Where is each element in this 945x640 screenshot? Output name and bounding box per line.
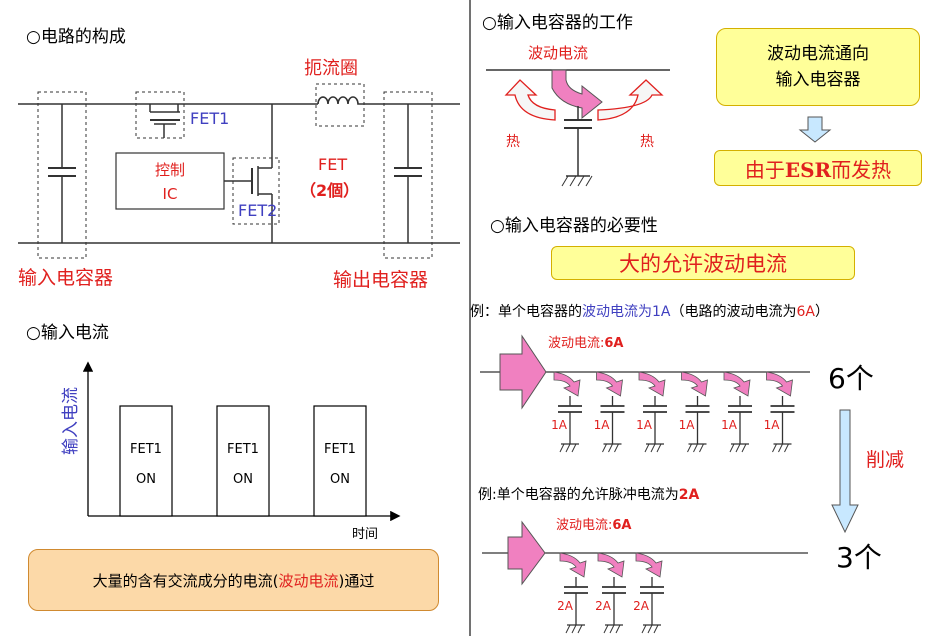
fet1-symbol-icon <box>149 104 180 138</box>
example2-cap-arrow-icon-3 <box>635 552 663 578</box>
circuit-diagram: ○电路的构成 FET1 控制 IC <box>18 27 460 291</box>
example1-cap-label-6: 1A <box>764 418 781 432</box>
inductor-frame <box>315 83 365 127</box>
example1-cap-label-1: 1A <box>551 418 568 432</box>
down-arrow-icon <box>798 116 832 143</box>
example1-capacitor-5: 1A <box>721 371 752 453</box>
fet2-label: FET2 <box>238 201 277 220</box>
output-capacitor-frame <box>383 91 433 259</box>
esr-heat-text: 由于ESR而发热 <box>744 157 892 182</box>
pulse-2-line1: FET1 <box>227 442 259 457</box>
example2-cap-arrow-icon-1 <box>559 552 587 578</box>
example1-capacitor-3: 1A <box>636 371 667 453</box>
example1-capacitor-6: 1A <box>764 371 795 453</box>
example1-capacitors: 1A 1A 1A 1A 1A 1A <box>551 371 795 453</box>
fet2-frame <box>232 157 280 225</box>
ripple-label: 波动电流 <box>528 44 588 62</box>
capacitor-necessity-section: ○输入电容器的必要性 例：单个电容器的波动电流为1A（电路的波动电流为6A） 波… <box>470 216 904 634</box>
input-current-graph: ○输入电流 输入电流 时间 FET1 ON FET1 ON FET1 ON <box>26 323 401 542</box>
input-capacitor-icon <box>48 104 76 243</box>
example1-cap-label-5: 1A <box>721 418 738 432</box>
example2-cap-arrow-icon-2 <box>597 552 625 578</box>
ripple-note-text: 大量的含有交流成分的电流(波动电流)通过 <box>92 571 375 590</box>
example1-ripple-label: 波动电流:6A <box>548 336 624 351</box>
capacitor-work-section: ○输入电容器的工作 波动电流 热 热 <box>482 13 832 187</box>
example1-input-arrow-icon <box>499 334 547 410</box>
example1-cap-arrow-icon-5 <box>723 371 751 397</box>
ripple-note-box: 大量的含有交流成分的电流(波动电流)通过 <box>28 549 439 611</box>
example1-cap-arrow-icon-6 <box>766 371 793 397</box>
pulse-1-line1: FET1 <box>130 442 162 457</box>
necessity-heading: ○输入电容器的必要性 <box>490 216 658 236</box>
pulse-3-line1: FET1 <box>324 442 356 457</box>
output-capacitor-icon <box>394 104 422 243</box>
example1-text: 例：单个电容器的波动电流为1A（电路的波动电流为6A） <box>470 303 829 320</box>
example2-cap-label-2: 2A <box>595 599 612 613</box>
work-heading: ○输入电容器的工作 <box>482 13 633 33</box>
example1-capacitor-4: 1A <box>679 371 710 453</box>
inductor-label: 扼流圈 <box>304 58 358 79</box>
input-capacitor-label: 输入电容器 <box>18 267 113 289</box>
reduce-arrow-icon <box>831 409 859 534</box>
output-capacitor-label: 输出电容器 <box>333 269 428 291</box>
example2-capacitor-3: 2A <box>633 552 664 634</box>
allowable-ripple-banner-text: 大的允许波动电流 <box>619 252 787 276</box>
reduce-label: 削减 <box>866 449 904 471</box>
pulse-1 <box>119 405 173 517</box>
heat-label-right: 热 <box>640 134 654 150</box>
inductor-coil-icon <box>317 96 362 105</box>
work-capacitor-icon <box>561 106 593 187</box>
esr-heat-box: 由于ESR而发热 <box>714 150 922 186</box>
fet1-frame <box>135 91 185 139</box>
example2-input-arrow-icon <box>507 520 546 586</box>
example1-cap-label-2: 1A <box>594 418 611 432</box>
ic-label-line2: IC <box>163 185 178 203</box>
input-current-heading: ○输入电流 <box>26 323 109 343</box>
example1-cap-arrow-icon-1 <box>553 371 581 397</box>
pulse-2 <box>216 405 270 517</box>
example2-capacitor-2: 2A <box>595 552 626 634</box>
pulse-2-line2: ON <box>233 472 253 487</box>
fet2-symbol-icon <box>224 166 273 243</box>
example2-capacitor-1: 2A <box>557 552 588 634</box>
example1-capacitor-2: 1A <box>594 371 625 453</box>
example2-ripple-label: 波动电流:6A <box>556 518 632 533</box>
heat-arrow-right-icon <box>597 79 664 121</box>
input-capacitor-frame <box>37 91 87 259</box>
y-axis-label: 输入电流 <box>61 387 81 455</box>
example2-text: 例:单个电容器的允许脉冲电流为2A <box>478 486 699 503</box>
example2-capacitors: 2A 2A 2A <box>557 552 664 634</box>
fet1-label: FET1 <box>190 109 229 128</box>
example1-cap-arrow-icon-2 <box>596 371 623 397</box>
example2-cap-label-1: 2A <box>557 599 574 613</box>
ripple-arrow-icon <box>551 69 603 120</box>
circuit-heading: ○电路的构成 <box>26 27 126 47</box>
fet-count-line1: FET <box>318 155 347 174</box>
example1-capacitor-1: 1A <box>551 371 582 453</box>
box1-line1: 波动电流通向 <box>767 44 869 64</box>
box1-line2: 输入电容器 <box>775 70 861 90</box>
fet-count-line2: （2個） <box>300 181 359 200</box>
pulse-1-line2: ON <box>136 472 156 487</box>
ic-label-line1: 控制 <box>155 161 185 179</box>
heat-label-left: 热 <box>506 134 520 150</box>
example1-count: 6个 <box>828 362 874 395</box>
example2-count: 3个 <box>836 541 882 574</box>
example1-cap-label-3: 1A <box>636 418 653 432</box>
allowable-ripple-banner: 大的允许波动电流 <box>551 246 855 280</box>
pulse-3-line2: ON <box>330 472 350 487</box>
example1-cap-arrow-icon-3 <box>638 371 666 397</box>
x-axis-label: 时间 <box>352 527 378 542</box>
control-ic-box <box>115 152 225 210</box>
ripple-to-capacitor-box: 波动电流通向 输入电容器 <box>716 28 920 106</box>
heat-arrow-left-icon <box>504 79 556 121</box>
example1-cap-arrow-icon-4 <box>681 371 708 397</box>
example1-cap-label-4: 1A <box>679 418 696 432</box>
example2-cap-label-3: 2A <box>633 599 650 613</box>
pulse-3 <box>313 405 367 517</box>
